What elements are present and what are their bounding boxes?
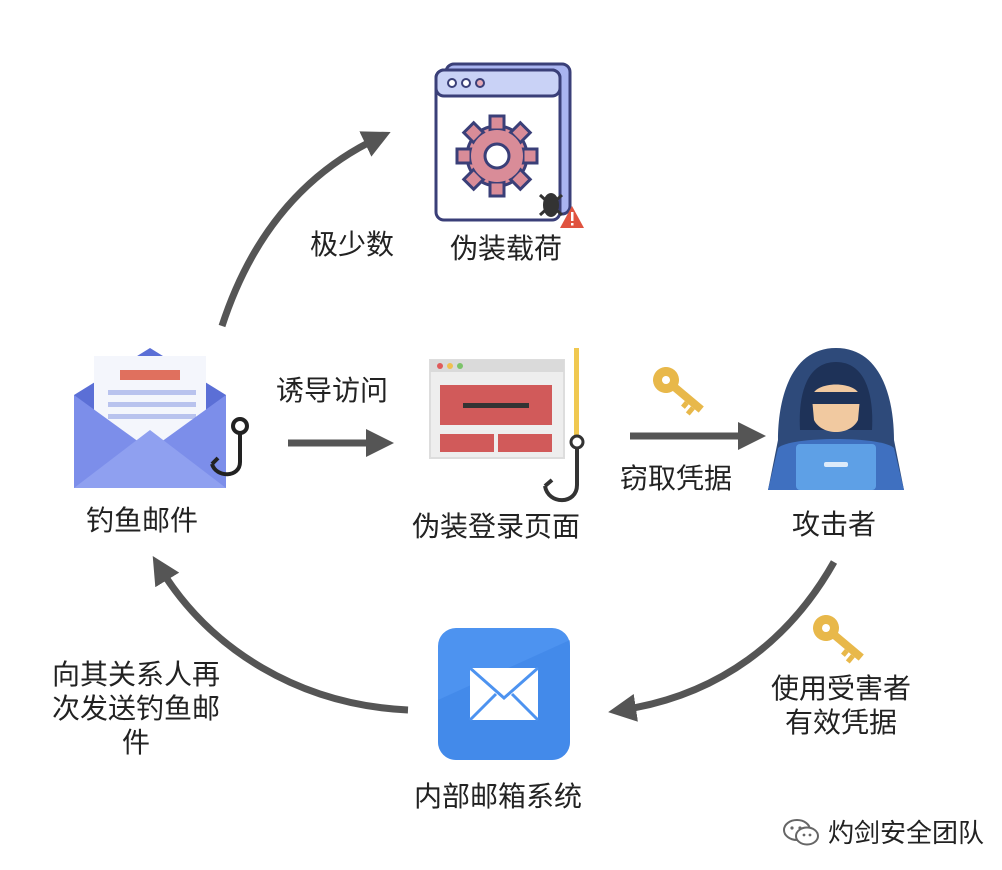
internal-mailbox-icon xyxy=(438,628,570,760)
fake-login-page-icon xyxy=(429,348,585,502)
key-icon-2 xyxy=(813,615,864,664)
edge-label-use-credentials-line1: 使用受害者 xyxy=(770,672,911,705)
arrow-email-to-payload xyxy=(218,131,391,328)
fishing-line-hook-icon xyxy=(543,348,585,502)
watermark-text: 灼剑安全团队 xyxy=(827,819,984,849)
key-icon xyxy=(653,367,704,416)
bug-icon xyxy=(538,193,564,217)
edge-label-resend-line1: 向其关系人再 xyxy=(51,658,220,691)
arrow-attacker-to-mailbox xyxy=(608,560,838,722)
edge-label-use-credentials-line2: 有效凭据 xyxy=(784,706,897,739)
edge-label-use-credentials: 使用受害者 有效凭据 xyxy=(756,672,926,740)
attacker-icon xyxy=(768,348,904,490)
node-label-attacker: 攻击者 xyxy=(792,508,877,541)
gear-icon xyxy=(455,114,539,198)
node-label-phishing-email: 钓鱼邮件 xyxy=(86,504,199,537)
fish-hook-icon xyxy=(210,417,249,477)
edge-label-steal-credentials: 窃取凭据 xyxy=(620,462,733,495)
edge-label-to-login: 诱导访问 xyxy=(276,374,389,407)
edge-label-resend-line2: 次发送钓鱼邮 xyxy=(51,692,220,725)
phishing-email-icon xyxy=(74,348,249,488)
node-label-fake-login-page: 伪装登录页面 xyxy=(412,510,581,543)
edge-label-to-payload: 极少数 xyxy=(310,228,395,261)
edge-label-resend-line3: 件 xyxy=(121,726,150,759)
disguised-payload-icon xyxy=(434,62,584,228)
watermark: 灼剑安全团队 xyxy=(782,813,984,850)
edge-label-resend: 向其关系人再 次发送钓鱼邮 件 xyxy=(36,658,236,760)
warning-icon xyxy=(560,206,584,228)
arrow-mailbox-to-email xyxy=(152,556,409,714)
node-label-internal-mailbox: 内部邮箱系统 xyxy=(414,780,583,813)
node-label-disguised-payload: 伪装载荷 xyxy=(450,232,563,265)
wechat-icon xyxy=(782,818,819,845)
